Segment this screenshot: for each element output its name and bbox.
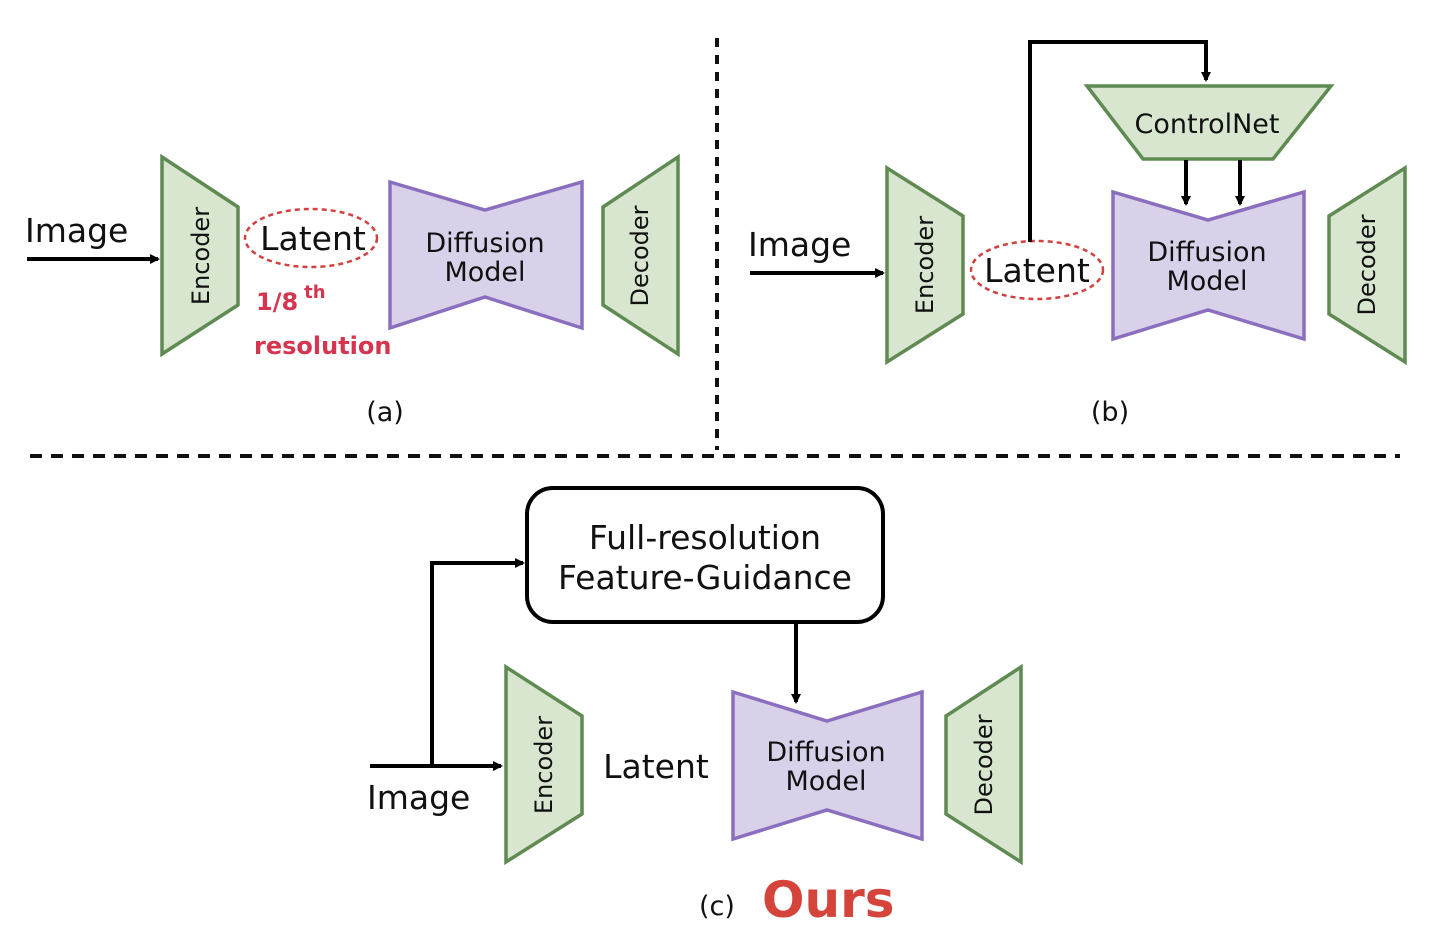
panel-c: Full-resolution Feature-Guidance Image E… bbox=[367, 486, 1023, 929]
panel-c-diffusion-shape bbox=[731, 689, 924, 842]
panel-c-latent-label: Latent bbox=[603, 747, 709, 786]
panel-b: Image Encoder Latent ControlNet Diffusio… bbox=[748, 40, 1407, 428]
panel-a-diffusion-shape bbox=[388, 179, 584, 331]
panel-b-image-label: Image bbox=[748, 225, 851, 264]
panel-b-caption: (b) bbox=[1091, 397, 1129, 428]
panel-b-encoder-shape bbox=[885, 164, 965, 366]
panel-a-encoder-shape bbox=[160, 153, 240, 358]
panel-c-caption-highlight: Ours bbox=[762, 871, 895, 929]
panel-b-diffusion-line2: Model bbox=[1166, 266, 1247, 297]
panel-c-guidance-line2: Feature-Guidance bbox=[558, 558, 852, 597]
panel-b-decoder-shape bbox=[1327, 164, 1407, 366]
panel-b-latent-to-controlnet-arrow bbox=[1028, 40, 1211, 242]
panel-a-diffusion-line2: Model bbox=[444, 257, 525, 288]
panel-b-controlnet-shape bbox=[1083, 84, 1335, 161]
panel-b-diffusion-line1: Diffusion bbox=[1147, 237, 1266, 268]
panel-a-decoder-label: Decoder bbox=[626, 205, 654, 306]
panel-a-latent-label: Latent bbox=[260, 219, 366, 258]
panel-c-caption: (c) bbox=[699, 891, 735, 922]
panel-b-latent-ellipse bbox=[969, 239, 1105, 301]
panel-a-latent-ellipse bbox=[243, 207, 379, 269]
panel-b-encoder-label: Encoder bbox=[911, 216, 939, 314]
panel-c-image-to-guidance-arrow bbox=[430, 558, 525, 766]
panel-b-diffusion-shape bbox=[1111, 189, 1306, 342]
panel-c-decoder-label: Decoder bbox=[970, 714, 998, 815]
panel-b-controlnet-label: ControlNet bbox=[1135, 109, 1280, 140]
panel-c-guidance-box bbox=[525, 486, 885, 624]
panel-a-caption: (a) bbox=[366, 397, 404, 428]
panel-a-encoder-label: Encoder bbox=[187, 207, 215, 305]
panel-c-decoder-shape bbox=[944, 663, 1023, 866]
panel-c-encoder-shape bbox=[504, 663, 584, 866]
panel-c-guidance-line1: Full-resolution bbox=[589, 518, 821, 557]
panel-c-diffusion-line1: Diffusion bbox=[766, 737, 885, 768]
panel-a-resolution-note-sub: resolution bbox=[254, 332, 391, 360]
panel-a-diffusion-line1: Diffusion bbox=[425, 228, 544, 259]
panel-b-latent-label: Latent bbox=[984, 251, 1090, 290]
panel-c-encoder-label: Encoder bbox=[530, 716, 558, 814]
panel-c-image-label: Image bbox=[367, 778, 470, 817]
panel-a-decoder-shape bbox=[601, 153, 680, 358]
panel-a-image-label: Image bbox=[25, 211, 128, 250]
panel-c-diffusion-line2: Model bbox=[785, 766, 866, 797]
panel-b-decoder-label: Decoder bbox=[1353, 214, 1381, 315]
